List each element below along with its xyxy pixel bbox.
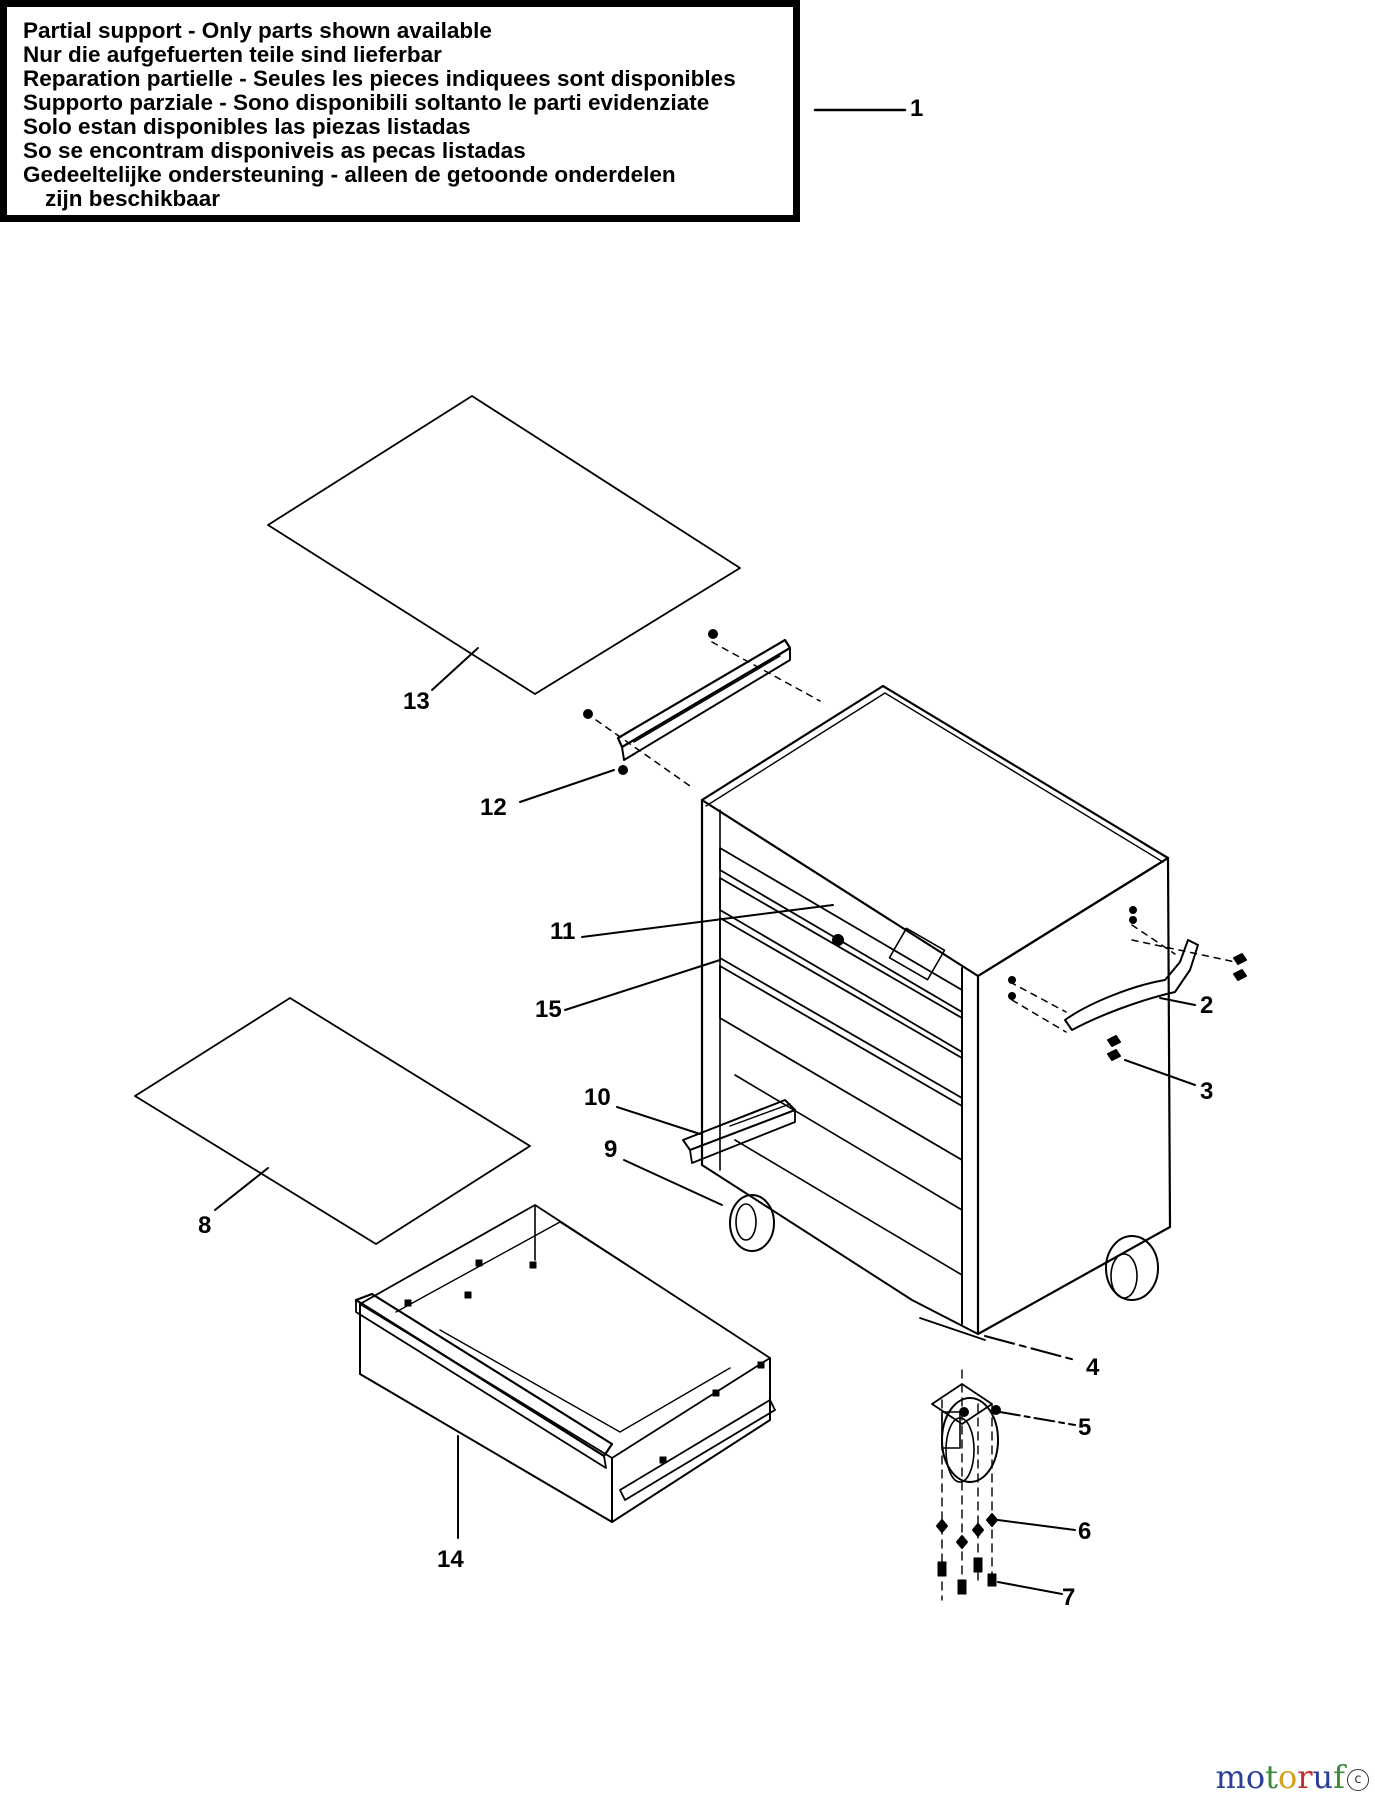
leader-6 — [997, 1519, 1076, 1531]
callout-5: 5 — [1078, 1414, 1092, 1441]
notice-line-italian: Supporto parziale - Sono disponibili sol… — [23, 90, 710, 115]
notice-line-german: Nur die aufgefuerten teile sind lieferba… — [23, 42, 442, 67]
side-handle-part — [1008, 906, 1247, 1061]
callout-12: 12 — [480, 794, 507, 821]
notice-line-spanish: Solo estan disponibles las piezas listad… — [23, 114, 471, 139]
callout-15: 15 — [535, 996, 562, 1023]
tool-cabinet-body — [700, 684, 1172, 1341]
caster-assembly-part — [931, 1369, 1001, 1601]
callout-8: 8 — [198, 1212, 212, 1239]
notice-line-dutch: Gedeeltelijke ondersteuning - alleen de … — [23, 162, 676, 187]
parts-availability-notice: Partial support - Only parts shown avail… — [0, 0, 800, 222]
leader-12 — [519, 769, 615, 803]
leader-5 — [999, 1411, 1076, 1426]
leader-2 — [1159, 997, 1196, 1006]
drawer-part — [354, 1204, 776, 1523]
notice-line-dutch-cont: zijn beschikbaar — [45, 186, 221, 211]
callout-3: 3 — [1200, 1078, 1214, 1105]
callout-6: 6 — [1078, 1518, 1092, 1545]
drawer-mat-part — [134, 997, 531, 1245]
callout-2: 2 — [1200, 992, 1214, 1019]
callout-13: 13 — [403, 688, 430, 715]
leader-7 — [997, 1581, 1063, 1595]
leader-13 — [431, 647, 479, 691]
callout-9: 9 — [604, 1136, 618, 1163]
drawer-slide-part — [682, 1099, 796, 1164]
leader-10 — [616, 1106, 701, 1135]
notice-line-french: Reparation partielle - Seules les pieces… — [23, 66, 736, 91]
top-rail-part — [583, 629, 821, 787]
leader-3 — [1124, 1059, 1196, 1086]
cabinet-wheels — [729, 1194, 1159, 1301]
callout-1: 1 — [910, 95, 924, 122]
callout-10: 10 — [584, 1084, 611, 1111]
callout-4: 4 — [1086, 1354, 1100, 1381]
notice-line-english: Partial support - Only parts shown avail… — [23, 18, 492, 43]
notice-line-portuguese: So se encontram disponiveis as pecas lis… — [23, 138, 526, 163]
leader-15 — [564, 959, 721, 1011]
callout-7: 7 — [1062, 1584, 1076, 1611]
callout-11: 11 — [550, 918, 576, 945]
callout-14: 14 — [437, 1546, 464, 1573]
leader-9 — [623, 1159, 723, 1206]
copyright-icon: c — [1347, 1768, 1369, 1791]
leader-4 — [984, 1335, 1076, 1361]
leader-8 — [214, 1167, 269, 1211]
leader-11 — [581, 904, 834, 938]
top-mat-part — [267, 395, 741, 695]
